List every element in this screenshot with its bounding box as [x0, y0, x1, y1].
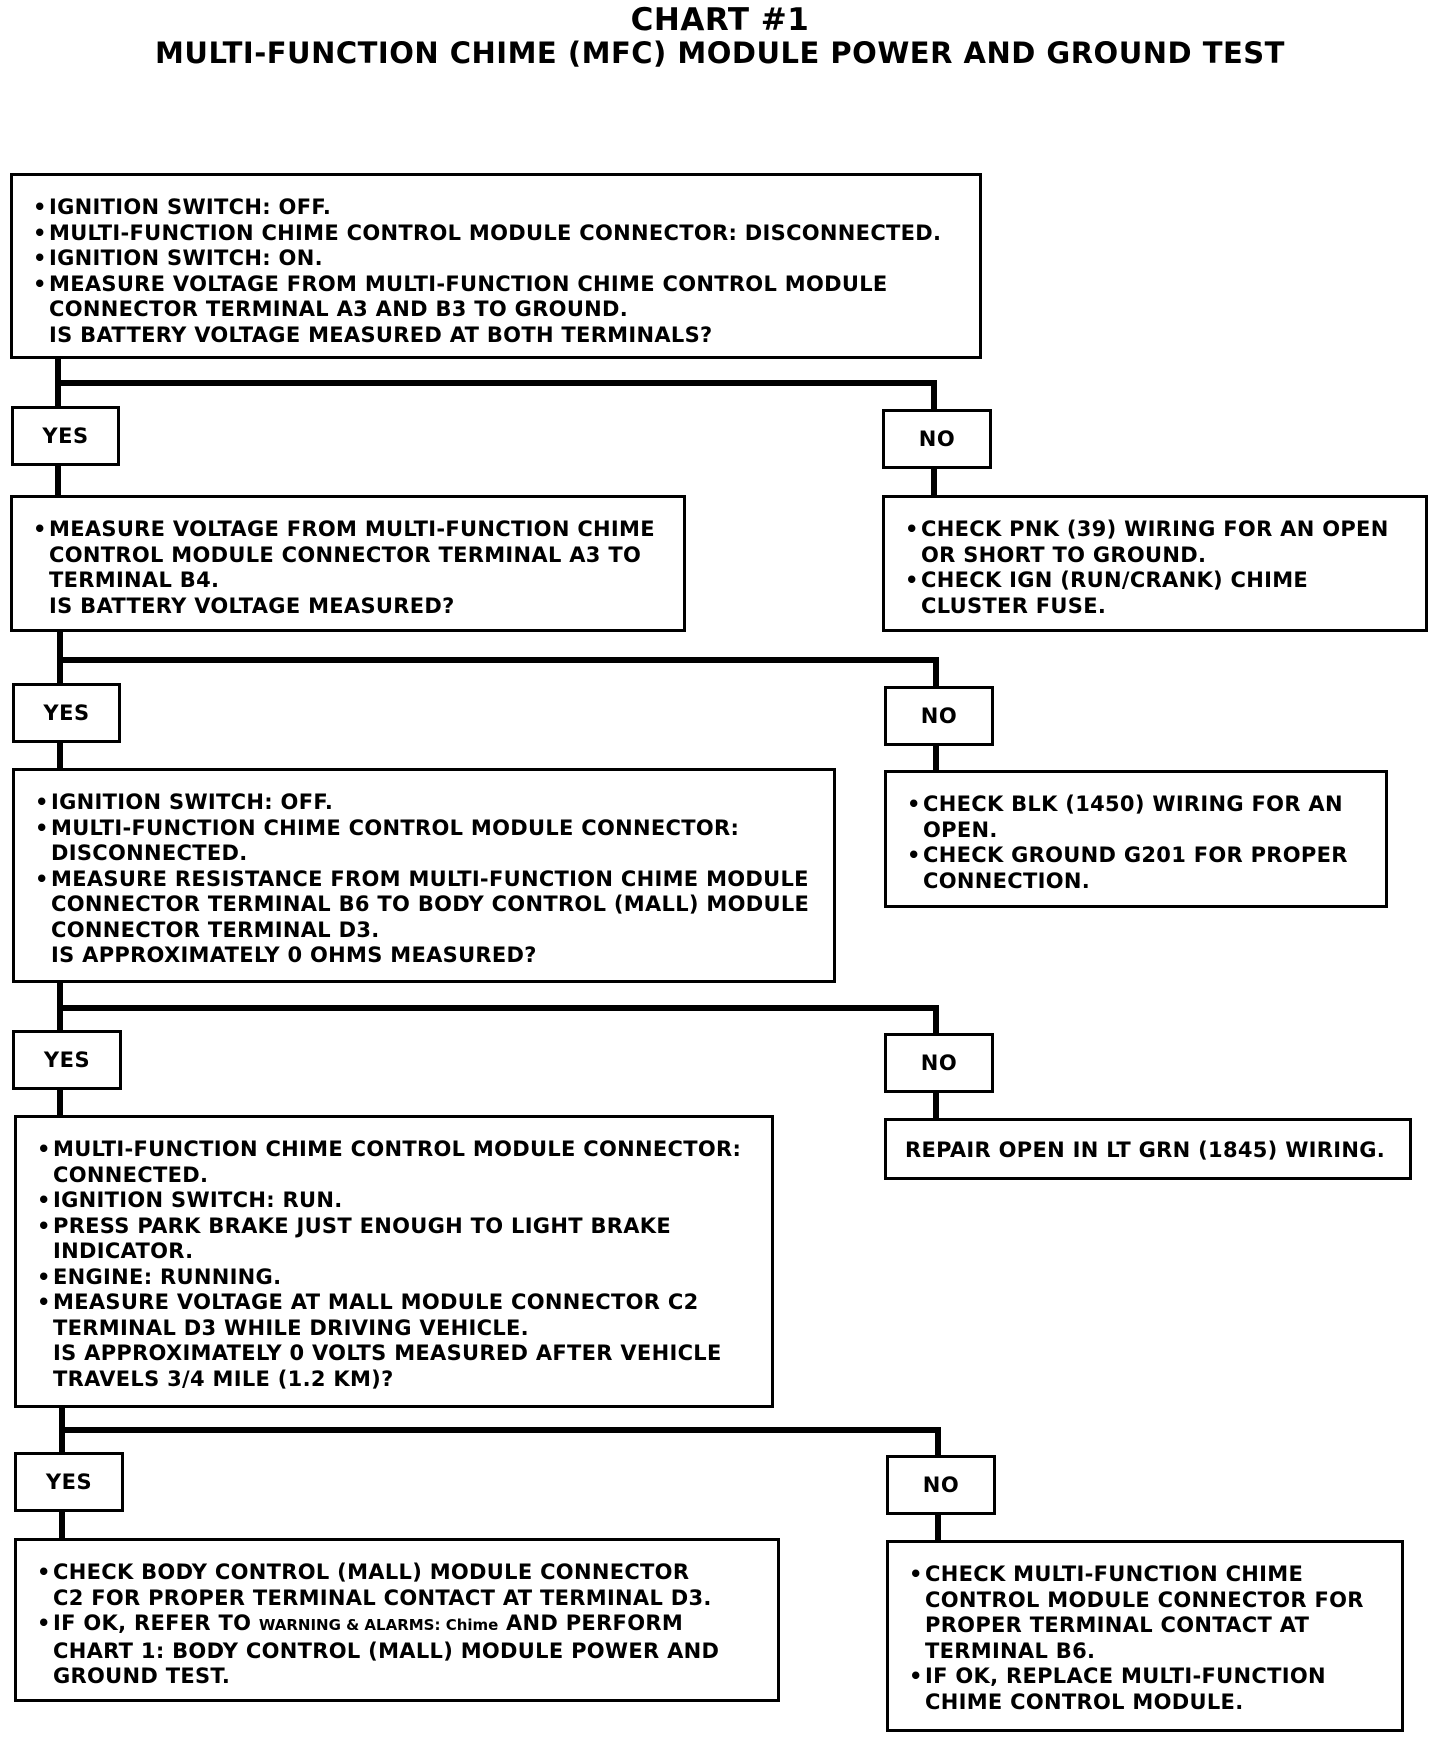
no2-bullet: CHECK GROUND G201 FOR PROPER CONNECTION. — [905, 843, 1371, 894]
yes-label-2: YES — [12, 683, 121, 743]
step4-bullet: MEASURE VOLTAGE AT MALL MODULE CONNECTOR… — [35, 1290, 757, 1341]
no1-box: CHECK PNK (39) WIRING FOR AN OPEN OR SHO… — [882, 495, 1428, 632]
step1-bullet: IGNITION SWITCH: OFF. — [31, 195, 965, 221]
no1-bullet: CHECK IGN (RUN/CRANK) CHIME CLUSTER FUSE… — [903, 568, 1411, 619]
no2-box: CHECK BLK (1450) WIRING FOR AN OPEN. CHE… — [884, 770, 1388, 908]
step3-question: IS APPROXIMATELY 0 OHMS MEASURED? — [51, 943, 537, 967]
step4-bullet: ENGINE: RUNNING. — [35, 1265, 757, 1291]
no-label-1: NO — [882, 409, 992, 469]
no2-bullet: CHECK BLK (1450) WIRING FOR AN OPEN. — [905, 792, 1371, 843]
chart-subtitle: MULTI-FUNCTION CHIME (MFC) MODULE POWER … — [155, 36, 1285, 70]
step2-bullet: MEASURE VOLTAGE FROM MULTI-FUNCTION CHIM… — [31, 517, 669, 594]
yes-final-ref-prefix: IF OK, REFER TO — [53, 1611, 252, 1635]
step2-box: MEASURE VOLTAGE FROM MULTI-FUNCTION CHIM… — [10, 495, 686, 632]
step2-question: IS BATTERY VOLTAGE MEASURED? — [49, 593, 455, 618]
no-final-box: CHECK MULTI-FUNCTION CHIME CONTROL MODUL… — [886, 1540, 1404, 1732]
step3-bullet: IGNITION SWITCH: OFF. — [33, 790, 819, 816]
step4-question: IS APPROXIMATELY 0 VOLTS MEASURED AFTER … — [53, 1341, 722, 1391]
yes-final-bullet: CHECK BODY CONTROL (MALL) MODULE CONNECT… — [35, 1560, 763, 1611]
step1-question: IS BATTERY VOLTAGE MEASURED AT BOTH TERM… — [49, 322, 713, 347]
step4-bullet: PRESS PARK BRAKE JUST ENOUGH TO LIGHT BR… — [35, 1214, 757, 1265]
no-label-4: NO — [886, 1455, 996, 1515]
no3-text: REPAIR OPEN IN LT GRN (1845) WIRING. — [905, 1138, 1386, 1162]
no-final-bullet: CHECK MULTI-FUNCTION CHIME CONTROL MODUL… — [907, 1562, 1387, 1664]
yes-label-3: YES — [12, 1030, 122, 1090]
no3-box: REPAIR OPEN IN LT GRN (1845) WIRING. — [884, 1118, 1412, 1180]
step4-box: MULTI-FUNCTION CHIME CONTROL MODULE CONN… — [14, 1115, 774, 1408]
yes-final-box: CHECK BODY CONTROL (MALL) MODULE CONNECT… — [14, 1538, 780, 1702]
yes-label-4: YES — [14, 1452, 124, 1512]
no1-bullet: CHECK PNK (39) WIRING FOR AN OPEN OR SHO… — [903, 517, 1411, 568]
step3-bullet: MULTI-FUNCTION CHIME CONTROL MODULE CONN… — [33, 816, 819, 867]
no-final-bullet: IF OK, REPLACE MULTI-FUNCTION CHIME CONT… — [907, 1664, 1387, 1715]
step4-bullet: MULTI-FUNCTION CHIME CONTROL MODULE CONN… — [35, 1137, 757, 1188]
step3-box: IGNITION SWITCH: OFF. MULTI-FUNCTION CHI… — [12, 768, 836, 983]
step1-bullet: MULTI-FUNCTION CHIME CONTROL MODULE CONN… — [31, 221, 965, 247]
cross-reference-link[interactable]: WARNING & ALARMS: Chime — [258, 1616, 499, 1634]
yes-label-1: YES — [11, 406, 120, 466]
yes-final-bullet: IF OK, REFER TO WARNING & ALARMS: Chime … — [35, 1611, 763, 1690]
yes-final-ref-suffix: AND PERFORM CHART 1: BODY CONTROL (MALL)… — [53, 1611, 720, 1688]
chart-title: CHART #1 — [630, 2, 810, 38]
no-label-2: NO — [884, 686, 994, 746]
step1-bullet: MEASURE VOLTAGE FROM MULTI-FUNCTION CHIM… — [31, 272, 965, 323]
no-label-3: NO — [884, 1033, 994, 1093]
step1-bullet: IGNITION SWITCH: ON. — [31, 246, 965, 272]
step3-bullet: MEASURE RESISTANCE FROM MULTI-FUNCTION C… — [33, 867, 819, 944]
step4-bullet: IGNITION SWITCH: RUN. — [35, 1188, 757, 1214]
step1-box: IGNITION SWITCH: OFF. MULTI-FUNCTION CHI… — [10, 173, 982, 359]
